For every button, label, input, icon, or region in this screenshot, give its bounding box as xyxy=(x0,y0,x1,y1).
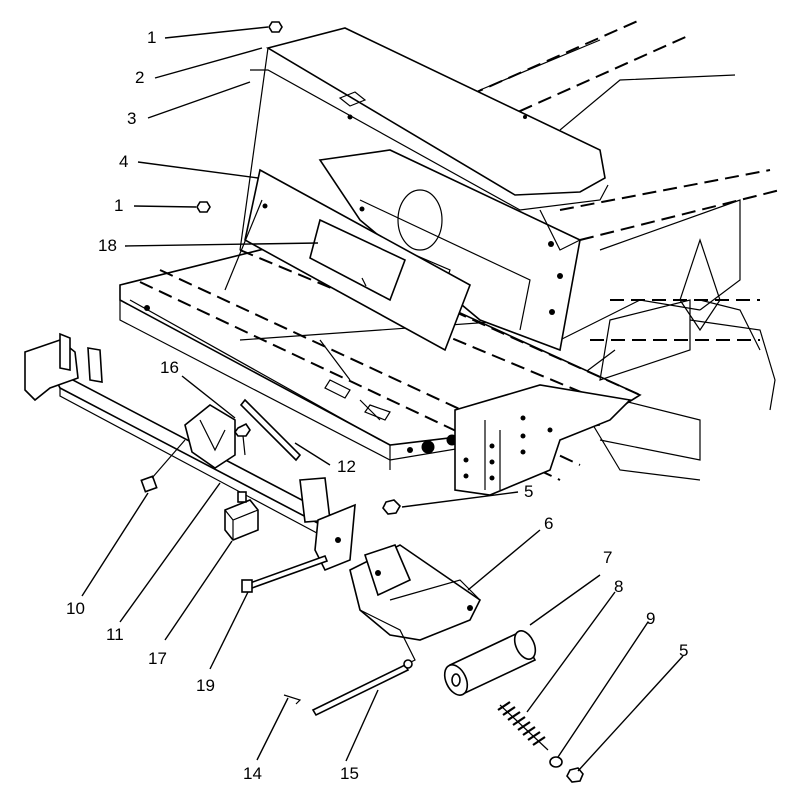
callout-15: 15 xyxy=(340,764,359,783)
callout-3: 3 xyxy=(127,109,136,128)
roller xyxy=(443,630,537,696)
washer-9 xyxy=(549,756,563,768)
cotter-pin-14 xyxy=(283,694,302,705)
callout-5: 5 xyxy=(679,641,688,660)
callout-7: 7 xyxy=(603,548,612,567)
hitch-crossbar xyxy=(24,332,356,572)
callout-11: 11 xyxy=(106,625,124,644)
hardware-top xyxy=(196,21,283,291)
frame-bracket xyxy=(454,384,632,496)
callout-9: 9 xyxy=(646,609,655,628)
callout-18: 18 xyxy=(98,236,117,255)
roller-bracket xyxy=(349,544,482,666)
spring xyxy=(497,701,549,751)
callout-14: 14 xyxy=(243,764,262,783)
callout-1: 1 xyxy=(114,196,123,215)
callout-6: 6 xyxy=(544,514,553,533)
leader-lines xyxy=(81,26,684,772)
callout-16: 16 xyxy=(160,358,179,377)
callout-5: 5 xyxy=(524,482,533,501)
callout-4: 4 xyxy=(119,152,128,171)
callout-2: 2 xyxy=(135,68,144,87)
cover-plate xyxy=(250,27,609,211)
callout-labels: 1 2 3 4 1 18 16 12 5 6 7 8 9 5 10 11 17 … xyxy=(66,28,688,783)
pin-15 xyxy=(311,659,413,717)
rod-12 xyxy=(234,398,302,462)
bumper-block xyxy=(224,491,259,541)
nut-5a xyxy=(382,499,401,515)
bolt-19 xyxy=(241,554,329,593)
bolt-10 xyxy=(140,439,186,493)
callout-1: 1 xyxy=(147,28,156,47)
callout-10: 10 xyxy=(66,599,85,618)
callout-12: 12 xyxy=(337,457,356,476)
nut-5b xyxy=(566,767,584,783)
callout-17: 17 xyxy=(148,649,167,668)
callout-8: 8 xyxy=(614,577,623,596)
callout-19: 19 xyxy=(196,676,215,695)
decal xyxy=(309,218,407,302)
